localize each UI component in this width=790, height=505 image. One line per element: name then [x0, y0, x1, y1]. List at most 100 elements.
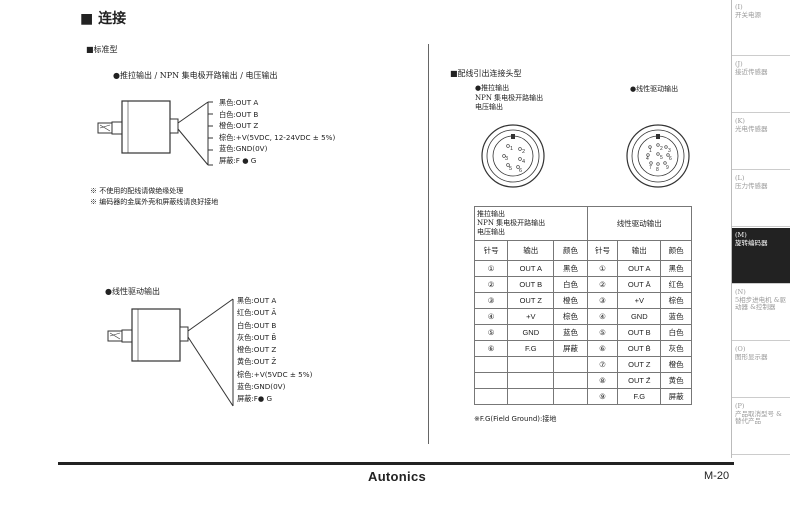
wire-label: 棕色:+V(5VDC ± 5%): [237, 369, 313, 379]
wire-label: 棕色:+V(5VDC, 12-24VDC ± 5%): [219, 132, 336, 142]
table-cell: ②: [586, 276, 619, 293]
table-cell: F.G: [617, 388, 662, 405]
table-cell: ①: [586, 260, 619, 277]
sidebar-item-label: 光电传感器: [735, 124, 768, 133]
sidebar-item-label: 图形显示器: [735, 352, 768, 361]
column-divider: [428, 44, 429, 444]
fg-note: ※F.G(Field Ground):接地: [474, 415, 557, 423]
wire-label: 灰色:OUT B̄: [237, 332, 277, 342]
table-cell: ⑧: [586, 372, 619, 389]
pin-label: 1: [649, 148, 652, 154]
note: ※ 不使用的配线请做绝缘处理: [90, 187, 184, 195]
table-cell: OUT Z: [617, 356, 662, 373]
wire-label: 红色:OUT Ā: [237, 308, 277, 318]
wire-label: 白色:OUT B: [237, 320, 277, 330]
sidebar-item-label: 旋转编码器: [735, 238, 768, 247]
table-cell: 黑色: [553, 260, 588, 277]
table-cell: 棕色: [660, 292, 692, 309]
head-line: NPN 集电极开路输出: [477, 219, 546, 227]
sidebar-item-code: (P): [735, 402, 745, 410]
table-cell: 黑色: [660, 260, 692, 277]
col-header: 颜色: [660, 240, 692, 261]
connector-9pin-diagram: 1 2 3 4 5 6 7 8 9: [626, 124, 690, 188]
pin-label: 7: [649, 165, 652, 171]
sidebar-item[interactable]: (N)5相步进电机 &驱动器 &控制器: [732, 285, 790, 341]
table-cell: 红色: [660, 276, 692, 293]
table-cell: ⑤: [473, 324, 509, 341]
pin-label: 4: [522, 159, 525, 165]
sidebar-item[interactable]: (J)接近传感器: [732, 57, 790, 113]
table-cell: OUT Ā: [617, 276, 662, 293]
table-cell: [473, 372, 509, 389]
sidebar-item-code: (K): [735, 117, 745, 125]
wire-label: 蓝色:GND(0V): [237, 382, 286, 392]
table-cell: OUT B: [507, 276, 555, 293]
table-cell: OUT A: [507, 260, 555, 277]
label-line: ●推拉输出: [475, 84, 510, 92]
label-line: 电压输出: [475, 103, 503, 111]
table-cell: [507, 388, 555, 405]
table-cell: ⑤: [586, 324, 619, 341]
sidebar-item-code: (O): [735, 345, 746, 353]
sidebar-item-code: (J): [735, 60, 743, 68]
table-cell: [473, 356, 509, 373]
pin-label: 3: [505, 156, 508, 162]
connector-left-label: ●推拉输出 NPN 集电极开路输出 电压输出: [475, 84, 543, 113]
sidebar-item-label: 接近传感器: [735, 67, 768, 76]
brand-logo: Autonics: [368, 469, 427, 484]
table-cell: 白色: [553, 276, 588, 293]
table-cell: OUT A: [617, 260, 662, 277]
table-cell: F.G: [507, 340, 555, 357]
pin-label: 5: [660, 155, 663, 161]
table-cell: OUT B: [617, 324, 662, 341]
table-cell: 屏蔽: [553, 340, 588, 357]
sidebar-item[interactable]: (I)开关电源: [732, 0, 790, 56]
wire-label: 黑色:OUT A: [237, 296, 277, 305]
table-head-right: 线性驱动输出: [586, 206, 693, 241]
line-driver-wire-list: 黑色:OUT A 红色:OUT Ā 白色:OUT B 灰色:OUT B̄ 橙色:…: [237, 295, 312, 406]
table-cell: 黄色: [660, 372, 692, 389]
sidebar-item[interactable]: (M)旋转编码器: [732, 228, 790, 284]
col-header: 输出: [507, 240, 555, 261]
sidebar-item-label: 5相步进电机 &驱动器 &控制器: [735, 295, 786, 311]
connector-heading: ■配线引出连接头型: [450, 69, 522, 78]
encoder-diagram-line-driver: [107, 298, 234, 407]
sidebar-item[interactable]: (O)图形显示器: [732, 342, 790, 398]
col-header: 针号: [586, 240, 619, 261]
page-title: ■ 连接: [80, 11, 127, 27]
head-line: 推拉输出: [477, 210, 505, 218]
table-cell: 蓝色: [553, 324, 588, 341]
push-pull-wire-list: 黑色:OUT A 白色:OUT B 橙色:OUT Z 棕色:+V(5VDC, 1…: [219, 97, 335, 167]
note: ※ 编码器的金属外壳和屏蔽线请良好接地: [90, 198, 219, 206]
sidebar-item-code: (I): [735, 3, 743, 11]
head-line: 电压输出: [477, 228, 505, 236]
table-cell: [553, 372, 588, 389]
table-cell: OUT Z: [507, 292, 555, 309]
sidebar-item[interactable]: (L)压力传感器: [732, 171, 790, 227]
table-cell: ③: [586, 292, 619, 309]
standard-heading: ■标准型: [86, 45, 118, 54]
pin-label: 6: [519, 168, 522, 174]
table-cell: ⑥: [473, 340, 509, 357]
pin-label: 3: [668, 148, 671, 154]
wire-label: 橙色:OUT Z: [237, 345, 277, 355]
table-cell: ④: [586, 308, 619, 325]
pin-label: 5: [509, 166, 512, 172]
col-header: 针号: [473, 240, 509, 261]
pin-label: 6: [669, 156, 672, 162]
sidebar-item-code: (N): [735, 288, 746, 296]
sidebar-item[interactable]: (P)产品取消型号 &替代产品: [732, 399, 790, 455]
sidebar-item[interactable]: (K)光电传感器: [732, 114, 790, 170]
table-cell: GND: [617, 308, 662, 325]
table-head-left: 推拉输出 NPN 集电极开路输出 电压输出: [474, 206, 588, 241]
table-cell: ③: [473, 292, 509, 309]
table-cell: 橙色: [553, 292, 588, 309]
